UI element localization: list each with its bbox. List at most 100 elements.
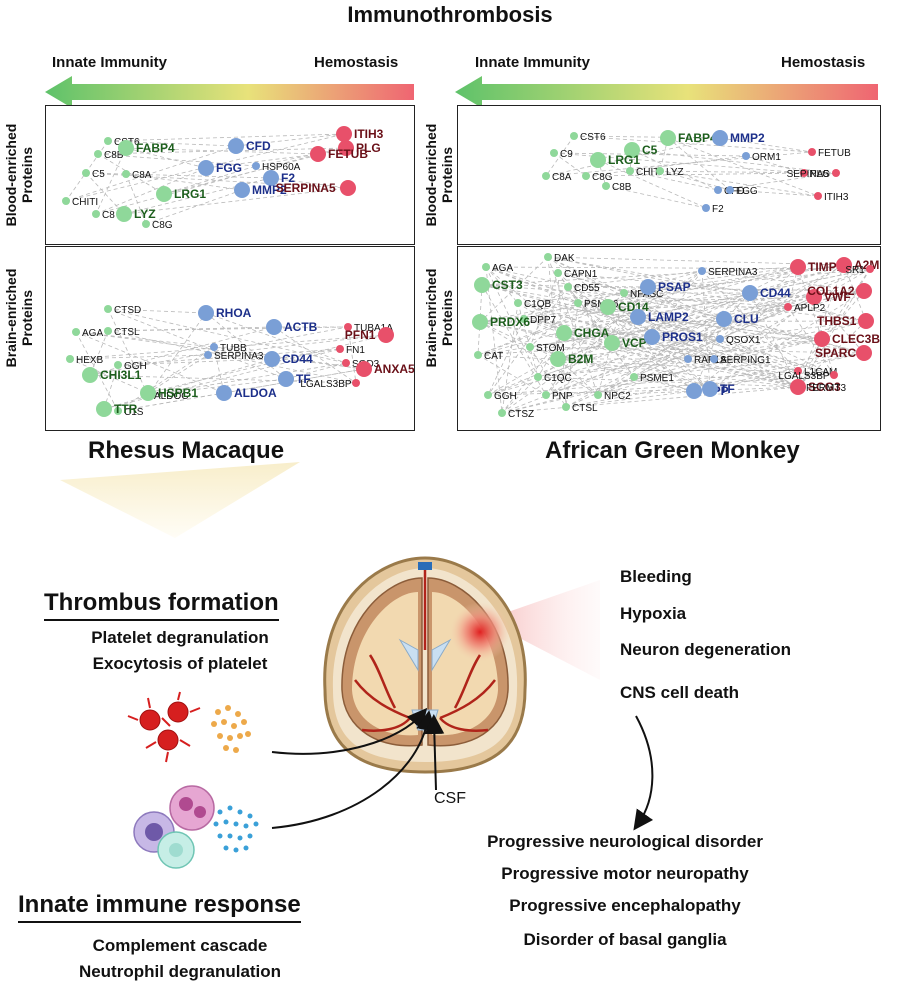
network-edge: [537, 358, 715, 378]
network-edge: [85, 172, 125, 215]
network-edge: [547, 256, 867, 322]
network-edge: [523, 270, 703, 320]
network-edge: [687, 264, 845, 360]
protein-node: [554, 269, 562, 277]
protein-node: [96, 401, 112, 417]
network-edge: [65, 145, 237, 202]
network-edge: [729, 189, 819, 197]
network-edge: [273, 326, 357, 384]
platelet-granules-icon: [211, 705, 251, 753]
protein-node: [114, 407, 122, 415]
protein-node: [660, 130, 676, 146]
protein-node: [484, 391, 492, 399]
network-edge: [647, 286, 835, 376]
protein-node: [702, 204, 710, 212]
network-edge: [563, 332, 801, 388]
network-edge: [485, 266, 503, 414]
network-edge: [69, 358, 149, 394]
protein-node: [656, 167, 664, 175]
protein-node: [784, 303, 792, 311]
protein-node: [118, 140, 134, 156]
protein-node: [712, 130, 728, 146]
protein-label: CHI3L1: [100, 368, 142, 382]
network-edge: [557, 272, 725, 320]
protein-label: HSP60A: [262, 162, 301, 173]
figure-title: Immunothrombosis: [347, 2, 553, 27]
protein-node: [856, 283, 872, 299]
network-edge: [485, 266, 519, 304]
outcome-2: Progressive motor neuropathy: [501, 864, 749, 883]
protein-label: LRG1: [174, 187, 206, 201]
network-edges: [477, 256, 871, 414]
protein-label: FGG: [216, 161, 242, 175]
network-edge: [547, 256, 625, 294]
network-edge: [487, 370, 799, 396]
network-edge: [205, 312, 287, 380]
network-edge: [637, 316, 823, 340]
protein-label: FABP4: [136, 141, 175, 155]
protein-label: MMP2: [730, 131, 765, 145]
network-edge: [481, 284, 721, 340]
network-edge: [577, 302, 635, 378]
network-edge: [85, 172, 272, 179]
network-edge: [207, 334, 387, 356]
network-edge: [651, 336, 711, 390]
protein-label: HEXB: [76, 355, 104, 366]
protein-label: NPC2: [604, 391, 631, 402]
protein-node: [356, 361, 372, 377]
protein-node: [556, 325, 572, 341]
protein-node: [352, 379, 360, 387]
network-edge: [477, 354, 835, 376]
platelet-cluster-icon: [127, 691, 201, 763]
immune-granules-icon: [213, 805, 259, 853]
network-edge: [481, 284, 789, 308]
network-edge: [813, 296, 865, 354]
network-edge: [213, 346, 365, 370]
network-edge: [537, 338, 823, 378]
network-edge: [547, 256, 689, 360]
protein-node: [716, 311, 732, 327]
network-edge: [821, 268, 871, 340]
protein-node: [620, 289, 628, 297]
protein-node: [604, 335, 620, 351]
network-edge: [799, 338, 823, 388]
network-edge: [547, 256, 799, 388]
protein-node: [800, 169, 808, 177]
network-edge: [719, 306, 789, 340]
protein-node: [336, 345, 344, 353]
protein-label: SERPING1: [720, 355, 771, 366]
protein-node: [698, 267, 706, 275]
protein-label: FETUB: [818, 148, 851, 159]
network-edge: [477, 286, 649, 356]
protein-label: PROS1: [662, 330, 703, 344]
gradient-arrows: [45, 76, 878, 108]
protein-node: [602, 182, 610, 190]
network-edge: [659, 170, 731, 191]
network-edge: [523, 318, 711, 390]
network-edge: [573, 135, 721, 139]
network-edge: [647, 266, 799, 288]
bleeding-spot: [450, 602, 510, 662]
protein-node: [344, 323, 352, 331]
arrow-platelets-to-brain: [271, 707, 428, 755]
protein-node: [114, 361, 122, 369]
network-edge: [611, 342, 799, 372]
protein-node: [198, 160, 214, 176]
protein-label: SERPINA5: [276, 181, 336, 195]
protein-label: CFD: [724, 186, 745, 197]
protein-node: [92, 210, 100, 218]
protein-node: [252, 162, 260, 170]
protein-label: CHITI: [636, 167, 662, 178]
thrombus-heading: Thrombus formation: [44, 589, 279, 621]
network-rm-blood: CST6C8BFABP4C5C8ACHITILRG1C8LYZC8GCFDHSP…: [62, 126, 384, 231]
protein-node: [716, 335, 724, 343]
outcome-4: Disorder of basal ganglia: [523, 930, 727, 949]
protein-node: [474, 351, 482, 359]
protein-node: [550, 351, 566, 367]
arrow-left-label-right: Innate Immunity: [475, 54, 591, 71]
network-edge: [585, 172, 805, 177]
protein-label: CFD: [246, 139, 271, 153]
network-edge: [749, 292, 799, 388]
